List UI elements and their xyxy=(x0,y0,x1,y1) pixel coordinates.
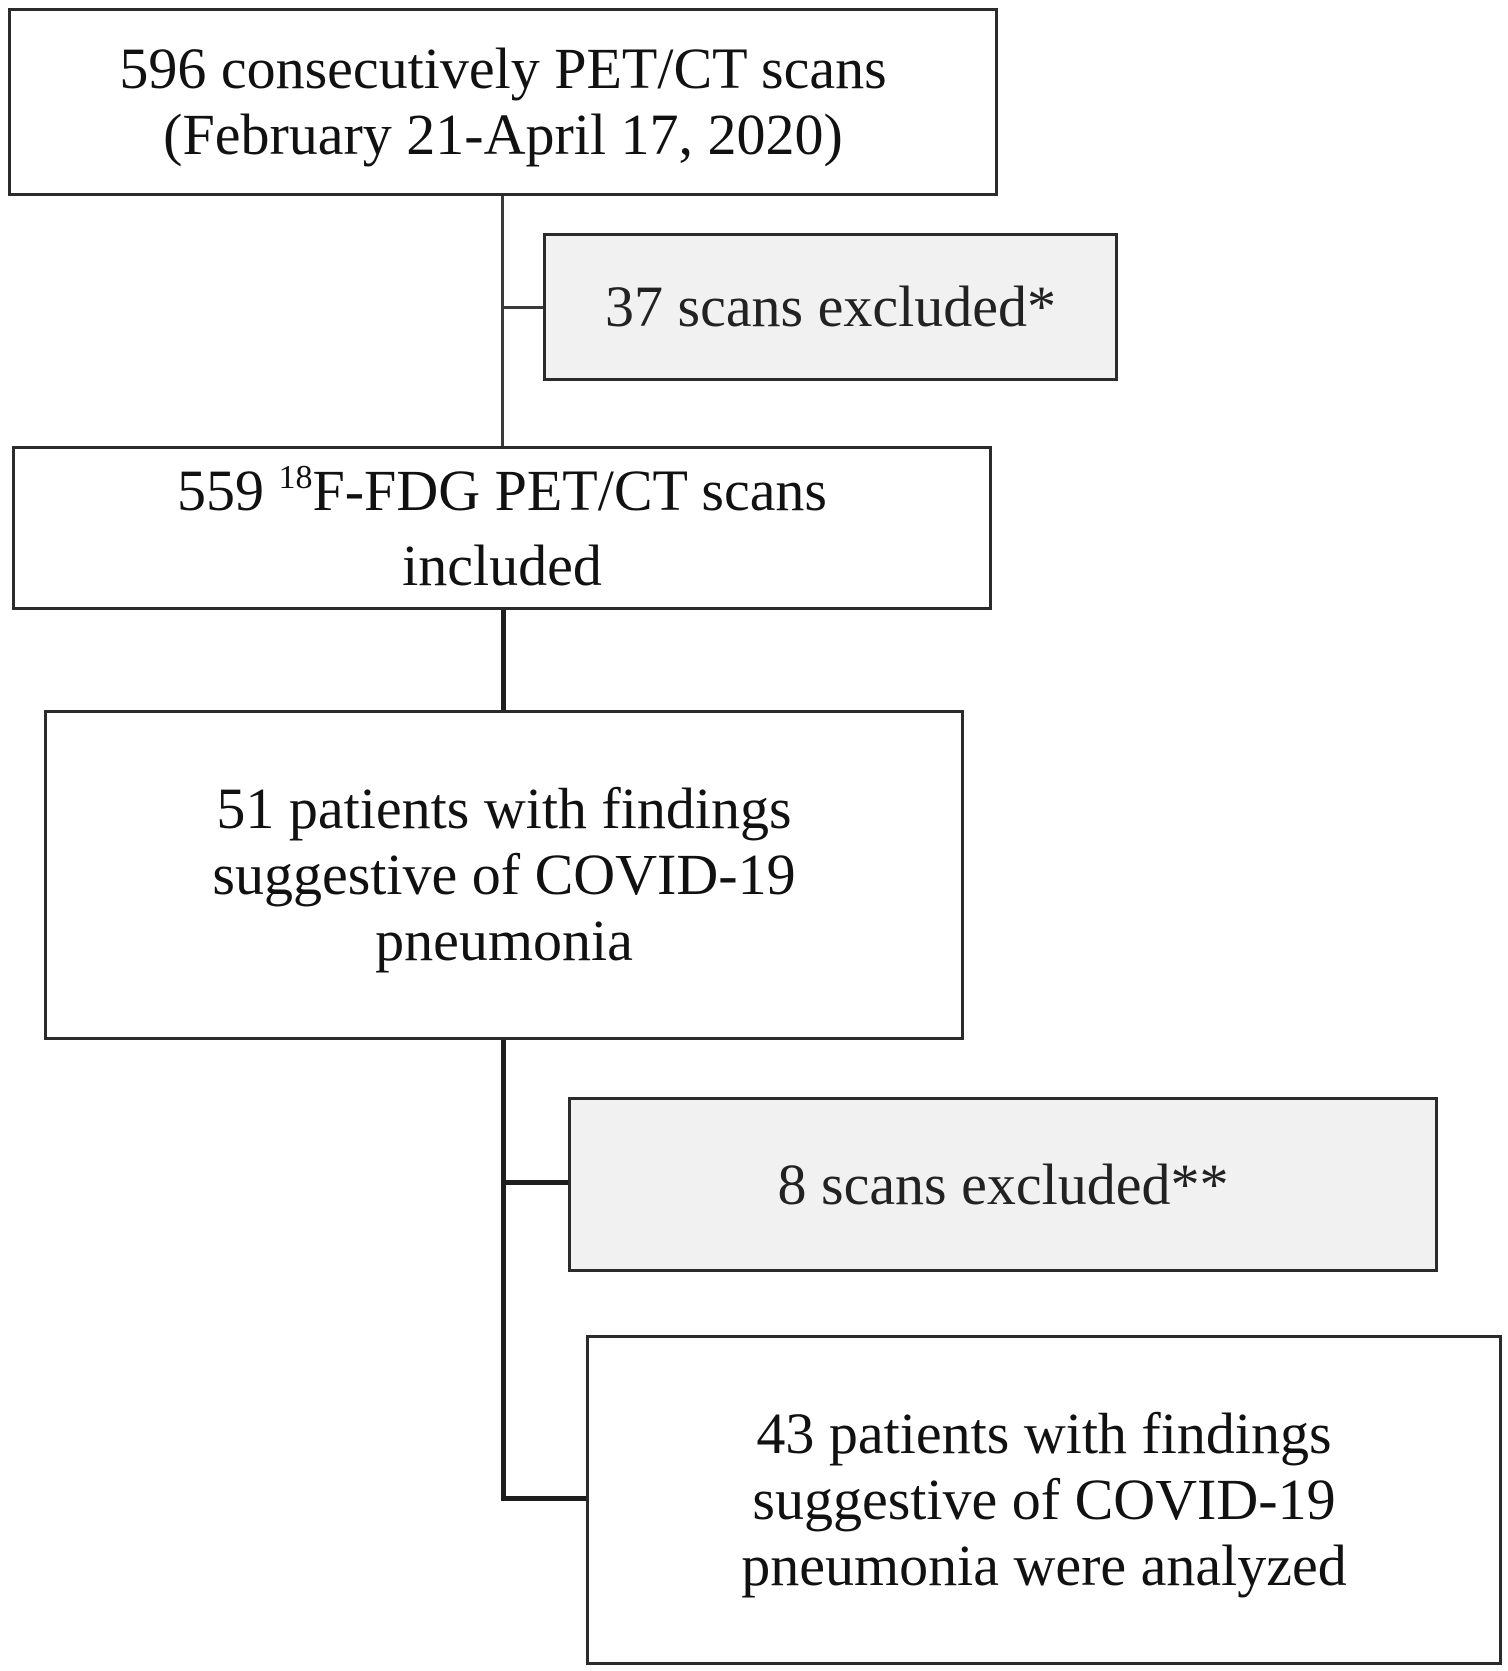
step3-box: 51 patients with findings suggestive of … xyxy=(44,710,964,1040)
step4-line1: 43 patients with findings xyxy=(756,1401,1332,1466)
step4-box: 43 patients with findings suggestive of … xyxy=(586,1335,1502,1665)
exclusion2-text: 8 scans excluded** xyxy=(777,1151,1229,1217)
connector-branch-exclusion2 xyxy=(501,1180,568,1185)
step2-line2: included xyxy=(402,532,602,598)
step2-line1: 559 18F-FDG PET/CT scans xyxy=(177,458,827,533)
connector-step3-to-step4 xyxy=(501,1040,506,1501)
step2-superscript: 18 xyxy=(278,458,313,496)
exclusion2-box: 8 scans excluded** xyxy=(568,1097,1438,1272)
step3-line1: 51 patients with findings xyxy=(216,776,792,841)
step4-line2: suggestive of COVID-19 xyxy=(752,1467,1336,1532)
step1-box: 596 consecutively PET/CT scans (February… xyxy=(8,8,998,196)
step3-line3: pneumonia xyxy=(375,908,633,973)
exclusion1-box: 37 scans excluded* xyxy=(543,233,1118,381)
connector-step1-to-step2 xyxy=(501,196,504,446)
step3-line2: suggestive of COVID-19 xyxy=(212,842,796,907)
connector-branch-step4 xyxy=(501,1496,586,1501)
step2-box: 559 18F-FDG PET/CT scans included xyxy=(12,446,992,610)
step2-line1-rest: F-FDG PET/CT scans xyxy=(312,457,828,523)
connector-branch-exclusion1 xyxy=(501,306,543,309)
connector-step2-to-step3 xyxy=(501,610,506,710)
step1-line1: 596 consecutively PET/CT scans xyxy=(119,36,887,101)
step4-line3: pneumonia were analyzed xyxy=(741,1533,1347,1598)
step2-count: 559 xyxy=(176,457,264,523)
step1-line2: (February 21-April 17, 2020) xyxy=(163,102,843,167)
exclusion1-text: 37 scans excluded* xyxy=(605,274,1056,339)
